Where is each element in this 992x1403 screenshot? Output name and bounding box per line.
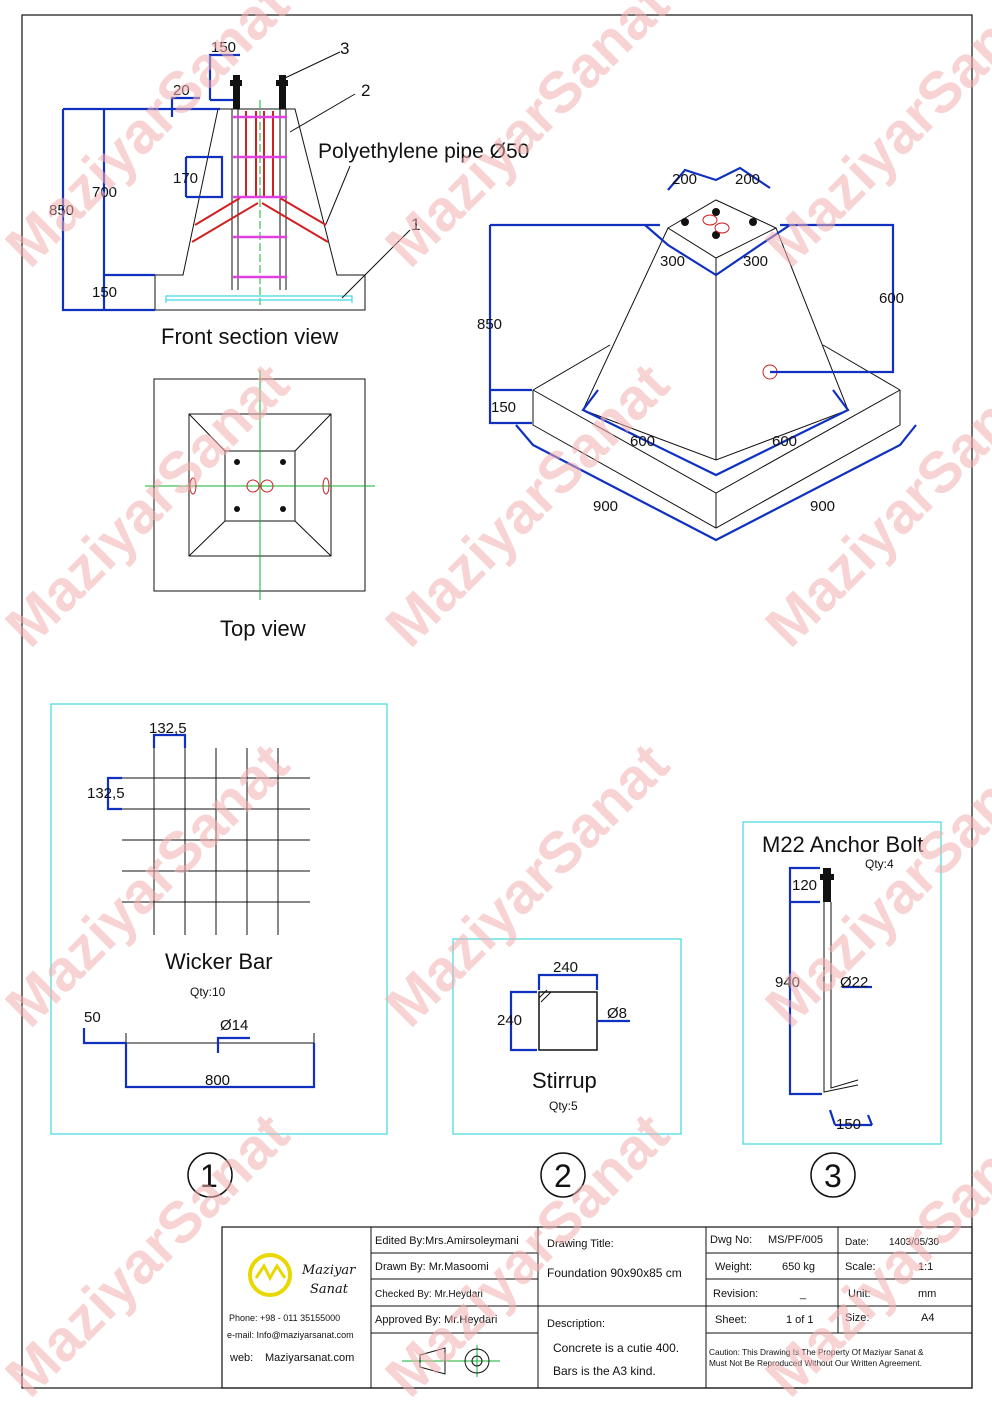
detail-numbers: 1 2 3 <box>187 1152 856 1198</box>
anchor-bolt-title: M22 Anchor Bolt <box>762 832 923 857</box>
approved-by: Approved By: Mr.Heydari <box>375 1314 497 1326</box>
description-label: Description: <box>547 1318 605 1330</box>
sheet: 1 of 1 <box>786 1314 814 1326</box>
wicker-bar-detail: 132,5 132,5 Wicker Bar Qty:10 50 Ø14 800 <box>50 703 388 1135</box>
weight: 650 kg <box>782 1261 815 1273</box>
email: e-mail: Info@maziyarsanat.com <box>227 1330 354 1340</box>
dim-150: 150 <box>211 39 236 56</box>
stirrup-detail: 240 240 Ø8 Stirrup Qty:5 <box>452 938 682 1135</box>
caution-2: Must Not Be Reproduced Without Our Writt… <box>709 1358 922 1368</box>
anchor-thread: 120 <box>792 877 817 894</box>
sheet-label: Sheet: <box>715 1314 747 1326</box>
drawn-by: Drawn By: Mr.Masoomi <box>375 1261 489 1273</box>
stirrup-qty: Qty:5 <box>549 1099 578 1113</box>
dim-170: 170 <box>173 170 198 187</box>
dwg-no-label: Dwg No: <box>710 1234 752 1246</box>
scale-label: Scale: <box>845 1261 876 1273</box>
iso-dim-150: 150 <box>491 399 516 416</box>
dwg-no: MS/PF/005 <box>768 1234 823 1246</box>
watermark: MaziyarSanat <box>753 0 992 279</box>
stirrup-title: Stirrup <box>532 1068 597 1093</box>
revision-label: Revision: <box>713 1288 758 1300</box>
callout-2: 2 <box>361 81 370 100</box>
watermark: MaziyarSanat <box>753 351 992 659</box>
detail-number-3: 3 <box>824 1158 842 1194</box>
company-name-2: Sanat <box>310 1282 349 1297</box>
unit-label: Unit: <box>848 1288 871 1300</box>
description-2: Bars is the A3 kind. <box>553 1364 656 1378</box>
iso-dim-900-left: 900 <box>593 498 618 515</box>
wicker-diameter: Ø14 <box>220 1017 248 1034</box>
iso-dim-300-left: 300 <box>660 253 685 270</box>
revision: _ <box>799 1288 807 1300</box>
company-logo-icon: Maziyar Sanat <box>248 1253 356 1297</box>
iso-dim-900-right: 900 <box>810 498 835 515</box>
iso-dim-600-right: 600 <box>772 433 797 450</box>
watermark: MaziyarSanat <box>373 351 681 659</box>
phone: Phone: +98 - 011 35155000 <box>229 1313 340 1323</box>
drawing-title-label: Drawing Title: <box>547 1238 614 1250</box>
watermark: MaziyarSanat <box>0 351 301 659</box>
watermark: MaziyarSanat <box>0 1101 301 1403</box>
stirrups-magenta <box>233 115 287 279</box>
edited-by: Edited By:Mrs.Amirsoleymani <box>375 1235 519 1247</box>
detail-number-1: 1 <box>200 1158 218 1194</box>
wicker-length: 800 <box>205 1072 230 1089</box>
dim-700: 700 <box>92 184 117 201</box>
front-section-view: 150 20 850 700 170 150 3 2 1 Polyethylen… <box>49 39 529 349</box>
wicker-bar-title: Wicker Bar <box>165 949 273 974</box>
drawing-title: Foundation 90x90x85 cm <box>547 1266 682 1280</box>
dim-20: 20 <box>173 82 190 99</box>
iso-dim-850: 850 <box>477 316 502 333</box>
anchor-length: 940 <box>775 974 800 991</box>
description-1: Concrete is a cutie 400. <box>553 1341 679 1355</box>
anchor-bolt-qty: Qty:4 <box>865 857 894 871</box>
wicker-hook: 50 <box>84 1009 101 1026</box>
anchor-hook: 150 <box>836 1116 861 1133</box>
callout-1: 1 <box>411 215 420 234</box>
dim-150-base: 150 <box>92 284 117 301</box>
stirrup-width: 240 <box>553 959 578 976</box>
detail-number-2: 2 <box>554 1158 572 1194</box>
rebar-red <box>191 111 329 243</box>
date: 1403/05/30 <box>889 1237 939 1248</box>
size-label: Size: <box>845 1312 869 1324</box>
checked-by: Checked By: Mr.Heydari <box>375 1289 483 1300</box>
size: A4 <box>921 1312 934 1324</box>
top-view-title: Top view <box>220 616 306 641</box>
projection-symbol-icon <box>402 1345 500 1377</box>
wicker-spacing-h: 132,5 <box>149 720 187 737</box>
callout-3: 3 <box>340 39 349 58</box>
iso-dim-300-right: 300 <box>743 253 768 270</box>
date-label: Date: <box>845 1237 869 1248</box>
iso-dim-200-right: 200 <box>735 171 760 188</box>
watermark: MaziyarSanat <box>373 1101 681 1403</box>
unit: mm <box>918 1288 936 1300</box>
company-name-1: Maziyar <box>301 1263 356 1278</box>
pipe-label: Polyethylene pipe Ø50 <box>318 140 529 163</box>
anchor-bolt-detail: M22 Anchor Bolt Qty:4 120 940 Ø22 150 <box>742 821 942 1145</box>
title-block: Maziyar Sanat Phone: +98 - 011 35155000 … <box>221 1226 973 1389</box>
wicker-bar-qty: Qty:10 <box>190 985 226 999</box>
anchor-diameter: Ø22 <box>840 974 868 991</box>
web: Maziyarsanat.com <box>265 1352 354 1364</box>
stirrup-diameter: Ø8 <box>607 1005 627 1022</box>
weight-label: Weight: <box>715 1261 752 1273</box>
isometric-view: 200 200 300 300 850 600 150 600 600 900 … <box>477 166 917 542</box>
iso-dim-200-left: 200 <box>672 171 697 188</box>
watermark: MaziyarSanat <box>0 731 301 1039</box>
wicker-spacing-v: 132,5 <box>87 785 125 802</box>
iso-dim-600-height: 600 <box>879 290 904 307</box>
iso-dim-600-left: 600 <box>630 433 655 450</box>
web-label: web: <box>229 1352 253 1364</box>
stirrup-height: 240 <box>497 1012 522 1029</box>
front-view-title: Front section view <box>161 324 338 349</box>
dim-850: 850 <box>49 202 74 219</box>
top-view: Top view <box>145 370 375 641</box>
caution-1: Caution: This Drawing Is The Property Of… <box>709 1347 924 1357</box>
anchor-bolt-icon <box>230 75 288 109</box>
scale: 1:1 <box>918 1261 933 1273</box>
